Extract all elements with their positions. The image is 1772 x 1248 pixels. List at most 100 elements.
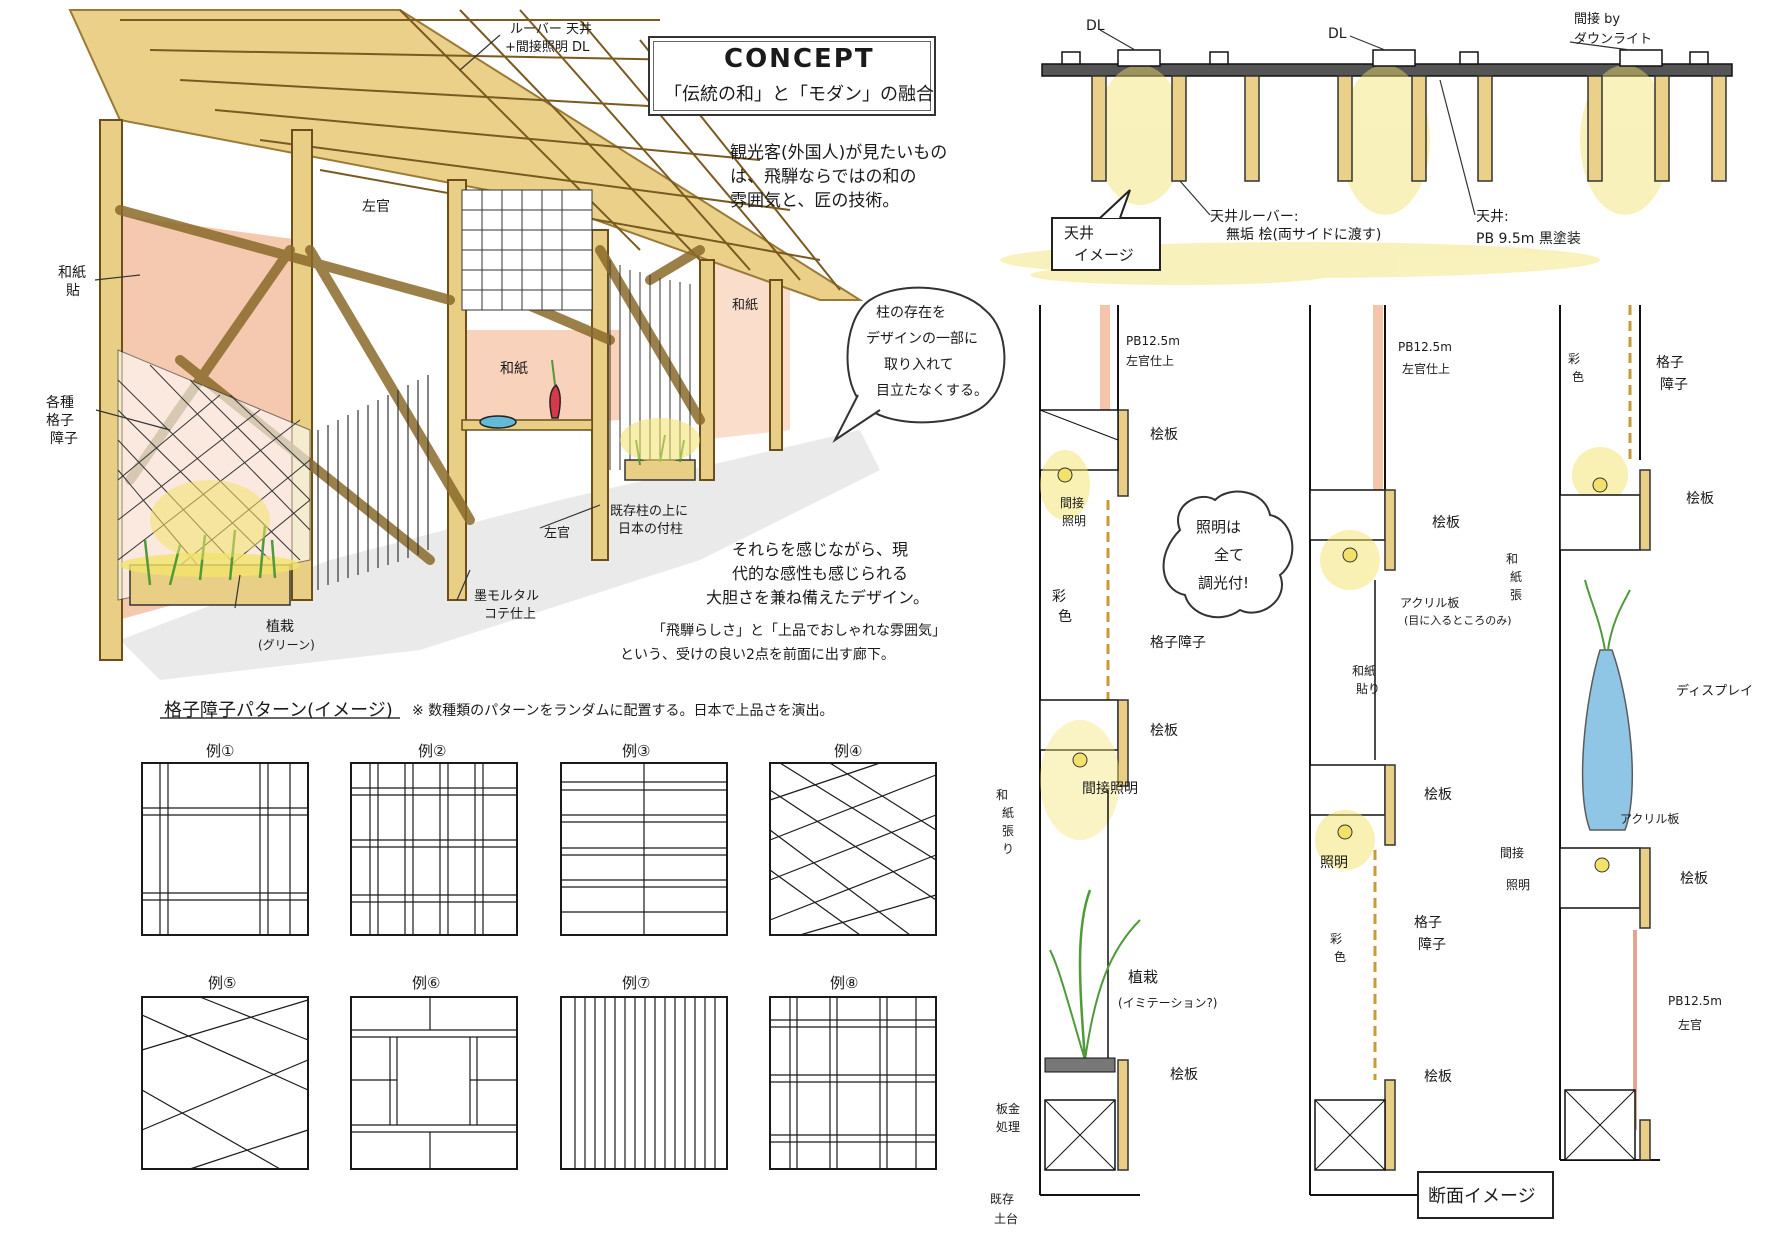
s1-light-1a: 間接	[1060, 496, 1085, 510]
s3-light-2: 照明	[1506, 878, 1531, 892]
bubble-pillar-3: 取り入れて	[884, 357, 954, 373]
s1-hinoki-1: 桧板	[1150, 427, 1178, 443]
s3-hinoki-1: 桧板	[1686, 491, 1714, 507]
s1-itagane-2: 処理	[996, 1120, 1021, 1134]
design-text-1: それらを感じながら、現	[732, 540, 909, 559]
s3-display: ディスプレイ	[1676, 684, 1754, 699]
pillar-bubble	[846, 286, 1006, 424]
concept-text-2: は、飛騨ならではの和の	[730, 167, 917, 187]
s2-washi-2: 貼り	[1356, 682, 1381, 696]
s3-pb-1: PB12.5m	[1668, 994, 1722, 1008]
s1-kizon-2: 土台	[994, 1212, 1019, 1226]
light-bubble	[1162, 490, 1294, 619]
corridor-text-1: 「飛騨らしさ」と「上品でおしゃれな雰囲気」	[652, 623, 946, 639]
pattern-label-6: 例⑥	[412, 974, 441, 992]
label-sakan-bottom: 左官	[544, 526, 571, 541]
pattern-note: ※ 数種類のパターンをランダムに配置する。日本で上品さを演出。	[412, 703, 834, 719]
ceiling-louver-spec-1: 天井ルーバー:	[1210, 209, 1299, 225]
s3-light-1: 間接	[1500, 846, 1525, 860]
label-washi-right: 和紙	[732, 298, 759, 313]
s1-itagane-1: 板金	[996, 1102, 1021, 1116]
s2-acryl-1: アクリル板	[1400, 596, 1460, 610]
ceiling-image-label-2: イメージ	[1074, 246, 1134, 264]
concept-subtitle: 「伝統の和」と「モダン」の融合	[664, 84, 934, 105]
s3-iro-b: 色	[1572, 370, 1585, 384]
s1-washi-4: り	[1002, 842, 1015, 856]
s2-hinoki-1: 桧板	[1432, 515, 1460, 531]
label-washi-left-2: 貼	[66, 283, 80, 299]
ceiling-spec-2: PB 9.5m 黒塗装	[1476, 231, 1581, 247]
s3-washi-3: 張	[1510, 588, 1523, 602]
s3-koshi-1: 格子	[1656, 355, 1684, 371]
ceiling-image-label-1: 天井	[1064, 224, 1095, 242]
s1-hinoki-3: 桧板	[1170, 1067, 1198, 1083]
ceiling-kansetsu-1: 間接 by	[1574, 12, 1621, 27]
pattern-label-4: 例④	[834, 742, 863, 760]
pattern-label-7: 例⑦	[622, 974, 651, 992]
ceiling-kansetsu-2: ダウンライト	[1574, 32, 1653, 47]
s1-light-1b: 照明	[1062, 514, 1087, 528]
label-kizon-2: 日本の付柱	[618, 522, 684, 537]
label-louver-2: +間接照明 DL	[505, 40, 590, 55]
corridor-text-2: という、受けの良い2点を前面に出す廊下。	[620, 647, 895, 663]
s3-hinoki-2: 桧板	[1680, 871, 1708, 887]
s3-iro-a: 彩	[1568, 352, 1581, 366]
pattern-label-5: 例⑤	[208, 974, 237, 992]
s2-washi-1: 和紙	[1352, 664, 1377, 678]
s2-pb-1: PB12.5m	[1398, 340, 1452, 354]
s1-washi-2: 紙	[1002, 806, 1015, 820]
s2-light: 照明	[1320, 855, 1348, 871]
ceiling-section	[1000, 29, 1733, 285]
s3-koshi-2: 障子	[1660, 377, 1688, 393]
s2-koshi-2: 障子	[1418, 937, 1446, 953]
s1-kizon-1: 既存	[990, 1192, 1015, 1206]
concept-title: CONCEPT	[724, 44, 875, 74]
ceiling-dl-2: DL	[1328, 26, 1347, 42]
pattern-title: 格子障子パターン(イメージ)	[164, 700, 393, 721]
s1-light-2: 間接照明	[1082, 781, 1138, 797]
concept-box	[648, 36, 936, 116]
label-shokusai-2: (グリーン)	[258, 638, 315, 652]
pattern-label-1: 例①	[206, 742, 235, 760]
s1-koshi: 格子障子	[1150, 635, 1206, 651]
label-sumi-2: コテ仕上	[484, 607, 537, 622]
s2-iro-a: 彩	[1330, 932, 1343, 946]
concept-text-3: 雰囲気と、匠の技術。	[730, 191, 900, 211]
s1-pb-1: PB12.5m	[1126, 334, 1180, 348]
s1-washi-1: 和	[996, 788, 1009, 802]
label-sumi-1: 墨モルタル	[474, 589, 540, 604]
s2-iro-b: 色	[1334, 950, 1347, 964]
s2-koshi-1: 格子	[1414, 915, 1442, 931]
label-sakan: 左官	[362, 199, 390, 215]
pattern-label-3: 例③	[622, 742, 651, 760]
s2-acryl-2: (目に入るところのみ)	[1404, 614, 1512, 627]
label-koshi-2: 格子	[46, 413, 74, 429]
bubble-light-1: 照明は	[1196, 518, 1242, 536]
s3-washi-1: 和	[1506, 552, 1519, 566]
ceiling-spec-1: 天井:	[1476, 209, 1509, 225]
s2-pb-2: 左官仕上	[1402, 362, 1451, 376]
label-louver-1: ルーバー 天井	[510, 22, 593, 37]
corridor-perspective	[68, 9, 880, 680]
s3-acryl: アクリル板	[1620, 812, 1680, 826]
label-shokusai-1: 植栽	[266, 619, 294, 635]
s3-washi-2: 紙	[1510, 570, 1523, 584]
s1-iro-b: 色	[1058, 609, 1072, 625]
section-drawings	[1039, 305, 1660, 1219]
s2-hinoki-3: 桧板	[1424, 1069, 1452, 1085]
s1-hinoki-2: 桧板	[1150, 723, 1178, 739]
design-text-3: 大胆さを兼ね備えたデザイン。	[706, 588, 930, 607]
s3-pb-2: 左官	[1678, 1018, 1703, 1032]
bubble-light-3: 調光付!	[1198, 574, 1250, 592]
s1-iro-a: 彩	[1052, 589, 1066, 605]
label-washi-center: 和紙	[500, 361, 528, 377]
label-washi-left-1: 和紙	[58, 265, 86, 281]
bubble-pillar-1: 柱の存在を	[876, 305, 946, 321]
design-text-2: 代的な感性も感じられる	[732, 564, 909, 583]
s1-plant-2: (イミテーション?)	[1118, 996, 1218, 1010]
sections-title: 断面イメージ	[1428, 1186, 1536, 1207]
bubble-pillar-2: デザインの一部に	[866, 331, 978, 347]
ceiling-louver-spec-2: 無垢 桧(両サイドに渡す)	[1226, 227, 1382, 243]
ceiling-dl-1: DL	[1086, 18, 1105, 34]
